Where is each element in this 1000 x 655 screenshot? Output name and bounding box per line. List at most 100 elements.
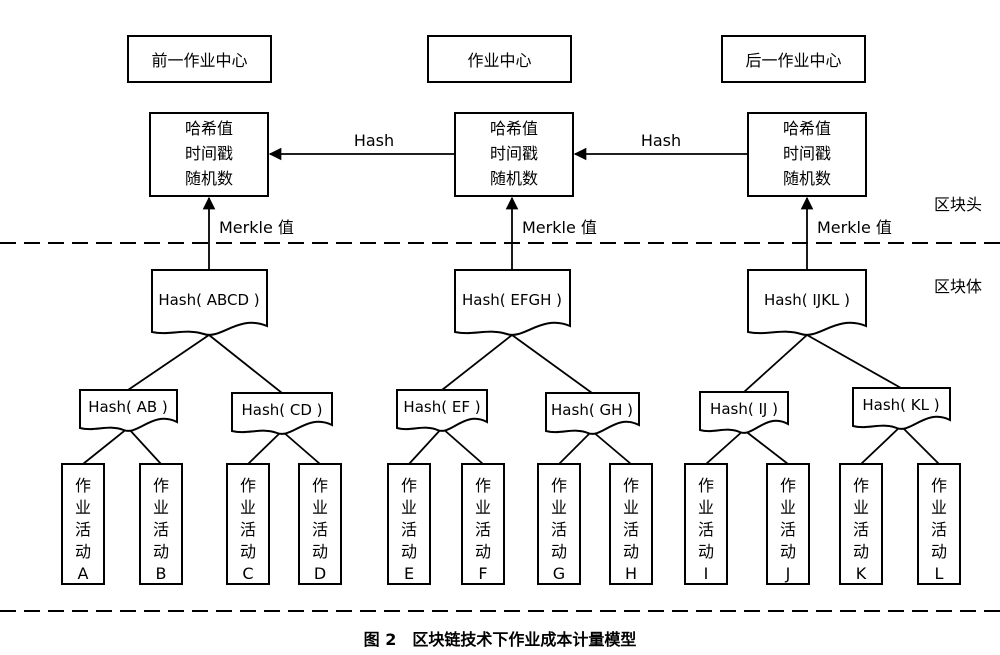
activity-letter: G xyxy=(553,564,565,583)
tree-edge xyxy=(408,427,443,465)
activity-char: 活 xyxy=(698,520,714,539)
pair-hash-node xyxy=(852,387,951,430)
activity-char: 业 xyxy=(401,498,417,517)
activity-letter: E xyxy=(404,564,414,583)
center-label-next: 后一作业中心 xyxy=(745,51,841,70)
pair-hash-label: Hash( CD ) xyxy=(241,401,322,419)
activity-char: 作 xyxy=(75,476,91,495)
tree-edge xyxy=(82,427,129,465)
center-label-prev: 前一作业中心 xyxy=(151,51,247,70)
activity-char: 业 xyxy=(240,498,256,517)
region-label-header: 区块头 xyxy=(934,195,982,214)
activity-char: 动 xyxy=(623,542,639,561)
tree-edge xyxy=(127,427,162,465)
activity-box xyxy=(537,463,581,585)
header-line-hash: 哈希值 xyxy=(783,119,831,138)
merkle-label: Merkle 值 xyxy=(522,218,597,237)
activity-char: 业 xyxy=(623,498,639,517)
merkle-label: Merkle 值 xyxy=(219,218,294,237)
activity-char: 业 xyxy=(931,498,947,517)
activity-char: 动 xyxy=(475,542,491,561)
activity-char: 业 xyxy=(853,498,869,517)
activity-char: 活 xyxy=(475,520,491,539)
activity-char: 业 xyxy=(475,498,491,517)
header-line-timestamp: 时间戳 xyxy=(490,144,538,163)
activity-char: 作 xyxy=(853,476,869,495)
pair-hash-label: Hash( EF ) xyxy=(403,398,480,416)
activity-letter: I xyxy=(704,564,709,583)
block-header-next: 哈希值 时间戳 随机数 xyxy=(747,112,867,197)
activity-char: 动 xyxy=(240,542,256,561)
activity-letter: B xyxy=(156,564,167,583)
activity-box xyxy=(226,463,270,585)
activity-box xyxy=(839,463,883,585)
tree-edge xyxy=(511,334,593,394)
activity-char: 活 xyxy=(401,520,417,539)
activity-char: 作 xyxy=(551,476,567,495)
tree-edge xyxy=(743,334,808,393)
activity-char: 作 xyxy=(401,476,417,495)
header-line-timestamp: 时间戳 xyxy=(185,144,233,163)
header-line-hash: 哈希值 xyxy=(490,119,538,138)
pair-hash-node xyxy=(231,392,333,435)
activity-char: 业 xyxy=(75,498,91,517)
activity-char: 动 xyxy=(75,542,91,561)
activity-char: 活 xyxy=(153,520,169,539)
tree-edge xyxy=(806,334,902,389)
root-hash-node xyxy=(151,269,268,336)
activity-char: 动 xyxy=(853,542,869,561)
activity-char: 作 xyxy=(153,476,169,495)
pair-hash-label: Hash( KL ) xyxy=(862,396,939,414)
pair-hash-label: Hash( AB ) xyxy=(88,398,168,416)
center-box-prev: 前一作业中心 xyxy=(127,35,272,83)
tree-edge xyxy=(591,430,632,465)
activity-char: 作 xyxy=(312,476,328,495)
activity-letter: C xyxy=(242,564,253,583)
tree-edge xyxy=(441,334,513,391)
activity-char: 业 xyxy=(551,498,567,517)
activity-box xyxy=(61,463,105,585)
activity-box xyxy=(609,463,653,585)
pair-hash-label: Hash( IJ ) xyxy=(710,400,778,418)
tree-edge xyxy=(127,334,210,391)
activity-letter: J xyxy=(785,564,791,583)
activity-char: 动 xyxy=(698,542,714,561)
pair-hash-node xyxy=(699,391,789,434)
block-header-prev: 哈希值 时间戳 随机数 xyxy=(149,112,269,197)
pair-hash-node xyxy=(396,389,488,432)
pair-hash-node xyxy=(545,392,640,435)
header-line-timestamp: 时间戳 xyxy=(783,144,831,163)
center-label-current: 作业中心 xyxy=(467,51,531,70)
activity-box xyxy=(461,463,505,585)
root-hash-node xyxy=(747,269,867,336)
activity-char: 业 xyxy=(153,498,169,517)
activity-char: 动 xyxy=(931,542,947,561)
activity-letter: F xyxy=(478,564,487,583)
activity-letter: L xyxy=(935,564,944,583)
tree-edge xyxy=(281,430,321,465)
merkle-trees: Hash( ABCD )Hash( EFGH )Hash( IJKL )Hash… xyxy=(61,269,961,585)
merkle-label: Merkle 值 xyxy=(817,218,892,237)
header-line-hash: 哈希值 xyxy=(185,119,233,138)
activity-char: 动 xyxy=(780,542,796,561)
tree-edge xyxy=(558,430,593,465)
activity-box xyxy=(917,463,961,585)
figure-caption: 图 2 区块链技术下作业成本计量模型 xyxy=(364,630,637,649)
tree-edge xyxy=(208,334,283,394)
activity-char: 活 xyxy=(75,520,91,539)
activity-char: 作 xyxy=(780,476,796,495)
tree-edge xyxy=(860,425,902,465)
header-line-nonce: 随机数 xyxy=(783,169,831,188)
activity-char: 作 xyxy=(475,476,491,495)
hash-link-label: Hash xyxy=(354,131,394,150)
activity-char: 业 xyxy=(780,498,796,517)
tree-edge xyxy=(247,430,283,465)
tree-edge xyxy=(900,425,940,465)
activity-letter: K xyxy=(856,564,867,583)
activity-letter: A xyxy=(78,564,89,583)
activity-char: 动 xyxy=(312,542,328,561)
activity-char: 活 xyxy=(931,520,947,539)
region-label-body: 区块体 xyxy=(934,277,982,296)
header-line-nonce: 随机数 xyxy=(490,169,538,188)
activity-char: 活 xyxy=(780,520,796,539)
